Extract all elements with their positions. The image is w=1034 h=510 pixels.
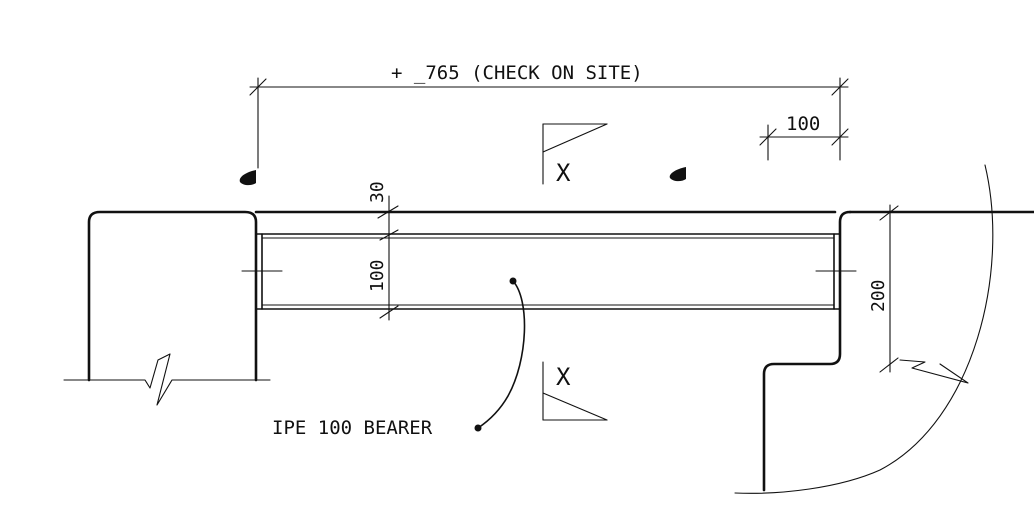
left-wall	[87, 210, 258, 382]
section-marker-top	[542, 123, 608, 185]
section-marker-bottom	[542, 361, 608, 421]
leader-dot-bottom	[474, 424, 482, 432]
door-swing-arc	[734, 164, 994, 494]
overall-dimension-label: + _765 (CHECK ON SITE)	[391, 62, 643, 84]
beam-depth-label: 100	[367, 259, 388, 292]
weld-mark-left	[239, 170, 256, 186]
right-wall	[762, 210, 852, 492]
section-label-top: X	[556, 159, 571, 187]
section-label-bottom: X	[556, 363, 571, 391]
bearer-leader-line	[477, 280, 526, 429]
opening-dimension	[879, 204, 899, 373]
left-wall-break	[63, 353, 271, 406]
end-offset-label: 100	[786, 113, 820, 135]
weld-mark-right	[669, 167, 686, 182]
overall-dimension	[249, 77, 849, 169]
opening-dimension-label: 200	[868, 279, 889, 312]
beam-vertical-dimension	[377, 195, 399, 321]
end-offset-dimension	[759, 124, 849, 161]
ipe-100-bearer	[241, 233, 857, 310]
right-break-symbol	[899, 359, 969, 384]
bearer-label: IPE 100 BEARER	[272, 417, 433, 439]
cover-dimension-label: 30	[367, 181, 388, 203]
